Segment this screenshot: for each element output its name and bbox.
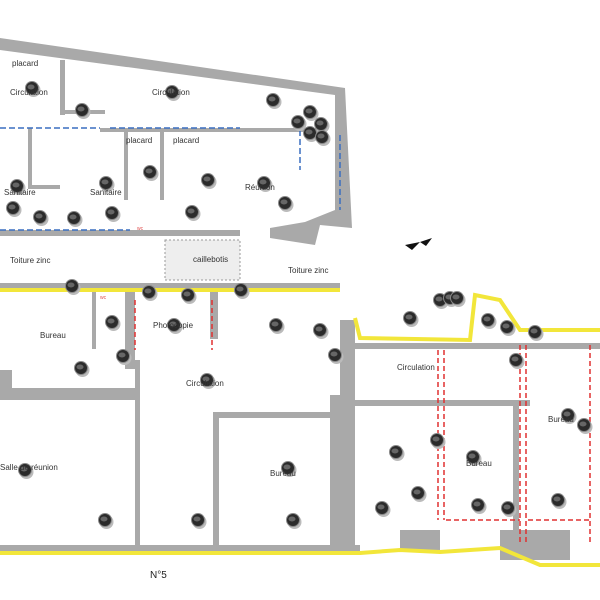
camera-icon[interactable]	[411, 486, 427, 503]
camera-icon[interactable]	[281, 461, 297, 478]
room-label-sanitaire: Sanitaire	[4, 188, 36, 197]
camera-icon[interactable]	[403, 311, 419, 328]
room-label-reunion: Réunion	[245, 183, 275, 192]
room-label-bureau: Bureau	[40, 331, 66, 340]
camera-icon[interactable]	[67, 211, 83, 228]
camera-icon[interactable]	[315, 130, 331, 147]
camera-icon[interactable]	[98, 513, 114, 530]
camera-icon[interactable]	[466, 450, 482, 467]
camera-icon[interactable]	[291, 115, 307, 132]
room-label-placard: placard	[12, 59, 38, 68]
camera-icon[interactable]	[303, 105, 319, 122]
camera-icon[interactable]	[266, 93, 282, 110]
walls	[0, 38, 600, 560]
room-label-bureau: Bureau	[270, 469, 296, 478]
camera-icon[interactable]	[528, 325, 544, 342]
camera-icon[interactable]	[303, 126, 319, 143]
room-label-wc: wc	[100, 295, 107, 301]
camera-icon[interactable]	[201, 173, 217, 190]
camera-icon[interactable]	[561, 408, 577, 425]
camera-icon[interactable]	[105, 315, 121, 332]
room-label-circulation: Circulation	[186, 379, 224, 388]
camera-icon[interactable]	[278, 196, 294, 213]
camera-icon[interactable]	[269, 318, 285, 335]
camera-icon[interactable]	[551, 493, 567, 510]
room-label-wc: wc	[137, 226, 144, 232]
camera-icon[interactable]	[313, 323, 329, 340]
camera-icon[interactable]	[33, 210, 49, 227]
room-label-salle-reunion: Salle de réunion	[0, 463, 58, 472]
camera-icon[interactable]	[450, 291, 466, 308]
room-label-caillebotis: caillebotis	[193, 255, 228, 264]
camera-icon[interactable]	[471, 498, 487, 515]
camera-icon[interactable]	[500, 320, 516, 337]
room-labels: placard Circulation Circulation placard …	[0, 59, 574, 478]
room-label-bureau: Bureau	[466, 459, 492, 468]
camera-icon[interactable]	[257, 176, 273, 193]
room-label-circulation: Circulation	[397, 363, 435, 372]
street-number: N°5	[150, 570, 167, 581]
camera-icon[interactable]	[200, 373, 216, 390]
room-label-sanitaire: Sanitaire	[90, 188, 122, 197]
room-label-photocopie: Photocopie	[153, 321, 194, 330]
camera-icon[interactable]	[167, 318, 183, 335]
camera-icon[interactable]	[6, 201, 22, 218]
camera-icon[interactable]	[181, 288, 197, 305]
caillebotis-area	[164, 239, 241, 281]
camera-icon[interactable]	[389, 445, 405, 462]
camera-icon[interactable]	[375, 501, 391, 518]
camera-icon[interactable]	[509, 353, 525, 370]
camera-icon[interactable]	[328, 348, 344, 365]
facade-lines	[0, 288, 600, 567]
camera-markers	[6, 81, 593, 530]
camera-icon[interactable]	[25, 81, 41, 98]
room-label-toiture-zinc: Toiture zinc	[10, 256, 50, 265]
room-label-circulation: Circulation	[152, 88, 190, 97]
camera-icon[interactable]	[99, 176, 115, 193]
camera-icon[interactable]	[74, 361, 90, 378]
camera-icon[interactable]	[165, 85, 181, 102]
north-arrow-icon	[405, 238, 432, 250]
camera-icon[interactable]	[314, 117, 330, 134]
camera-icon[interactable]	[142, 285, 158, 302]
camera-icon[interactable]	[191, 513, 207, 530]
camera-icon[interactable]	[75, 103, 91, 120]
camera-icon[interactable]	[501, 501, 517, 518]
camera-icon[interactable]	[10, 179, 26, 196]
camera-icon[interactable]	[430, 433, 446, 450]
camera-icon[interactable]	[65, 279, 81, 296]
camera-icon[interactable]	[116, 349, 132, 366]
room-label-placard: placard	[173, 136, 199, 145]
room-label-placard: placard	[126, 136, 152, 145]
room-label-toiture-zinc: Toiture zinc	[288, 266, 328, 275]
blue-lines	[0, 127, 341, 231]
camera-icon[interactable]	[286, 513, 302, 530]
camera-icon[interactable]	[577, 418, 593, 435]
camera-icon[interactable]	[105, 206, 121, 223]
camera-icon[interactable]	[18, 463, 34, 480]
room-label-circulation: Circulation	[10, 88, 48, 97]
camera-icon[interactable]	[185, 205, 201, 222]
camera-icon[interactable]	[143, 165, 159, 182]
room-label-bureau: Bureau	[548, 415, 574, 424]
camera-icon[interactable]	[234, 283, 250, 300]
camera-icon[interactable]	[481, 313, 497, 330]
